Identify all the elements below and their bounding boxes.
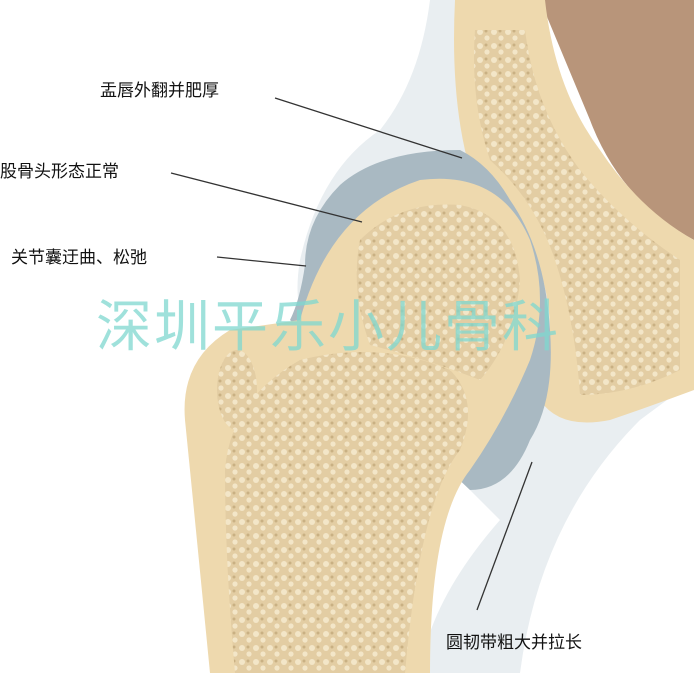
watermark: 深圳平乐小儿骨科 <box>96 295 560 360</box>
label-capsule: 关节囊迂曲、松弛 <box>11 248 147 268</box>
muscle <box>540 0 694 240</box>
leader-capsule <box>216 256 307 267</box>
pelvis-cancellous <box>474 30 680 395</box>
label-ligament: 圆韧带粗大并拉长 <box>446 633 582 653</box>
femur-cancellous <box>225 352 468 673</box>
femoral-head-cancellous <box>356 204 520 380</box>
leader-labrum <box>274 97 463 159</box>
greater-trochanter-cancellous <box>217 350 257 430</box>
label-femoral-head: 股骨头形态正常 <box>0 162 119 182</box>
label-labrum: 盂唇外翻并肥厚 <box>100 81 219 101</box>
leader-femoral-head <box>170 172 363 223</box>
leader-ligament <box>476 461 533 611</box>
